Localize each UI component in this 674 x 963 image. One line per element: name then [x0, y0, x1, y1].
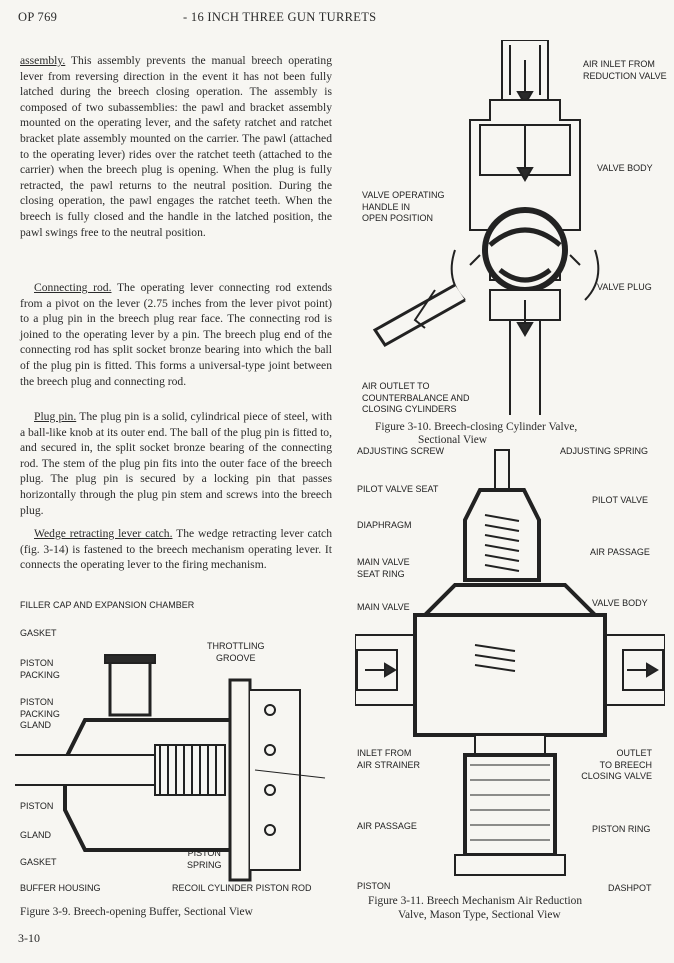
label-valve-body: VALVE BODY — [597, 163, 653, 173]
label-buffer-housing: BUFFER HOUSING — [20, 883, 101, 893]
label-valve-body: VALVE BODY — [592, 598, 648, 608]
paragraph-lead: Plug pin. — [34, 410, 77, 423]
label-filler-cap: FILLER CAP AND EXPANSION CHAMBER — [20, 600, 195, 610]
label-piston-ring: PISTON RING — [592, 824, 651, 834]
figure-3-9-caption: Figure 3-9. Breech-opening Buffer, Secti… — [20, 906, 253, 918]
label-piston-spring: PISTON SPRING — [187, 848, 222, 870]
document-id: OP 769 — [18, 10, 58, 24]
running-title: - 16 INCH THREE GUN TURRETS — [183, 10, 377, 24]
paragraph-text: The wedge retracting lever catch (fig. 3… — [20, 527, 332, 572]
paragraph-wedge-catch: Wedge retracting lever catch. The wedge … — [20, 526, 332, 573]
paragraph-lead: Connecting rod. — [34, 281, 112, 294]
label-main-valve-seat-ring: MAIN VALVE SEAT RING — [357, 557, 410, 579]
paragraph-connecting-rod: Connecting rod. The operating lever conn… — [20, 280, 332, 389]
label-diaphragm: DIAPHRAGM — [357, 520, 412, 530]
figure-3-10-caption: Figure 3-10. Breech-closing Cylinder Val… — [375, 421, 578, 433]
label-recoil-rod: RECOIL CYLINDER PISTON ROD — [172, 883, 312, 893]
label-piston: PISTON — [357, 881, 391, 891]
label-gland: GLAND — [20, 830, 52, 840]
label-air-outlet: AIR OUTLET TO COUNTERBALANCE AND CLOSING… — [362, 381, 470, 414]
figure-3-11-caption: Figure 3-11. Breech Mechanism Air Reduct… — [368, 895, 583, 907]
label-pilot-valve: PILOT VALVE — [592, 495, 649, 505]
figure-3-11-caption-subtitle: Valve, Mason Type, Sectional View — [398, 909, 561, 921]
label-outlet: OUTLET TO BREECH CLOSING VALVE — [581, 748, 652, 781]
label-piston-packing-gland: PISTON PACKING GLAND — [20, 697, 60, 730]
label-valve-plug: VALVE PLUG — [597, 282, 652, 292]
paragraph-text: The operating lever connecting rod exten… — [20, 281, 332, 388]
paragraph-lead: assembly. — [20, 54, 66, 67]
label-throttling-groove: THROTTLING GROOVE — [207, 641, 265, 663]
label-air-inlet: AIR INLET FROM REDUCTION VALVE — [583, 59, 667, 81]
figure-3-10-caption-subtitle: Sectional View — [418, 434, 488, 446]
label-air-passage-bottom: AIR PASSAGE — [357, 821, 417, 831]
label-valve-operating-handle: VALVE OPERATING HANDLE IN OPEN POSITION — [362, 190, 445, 223]
label-pilot-valve-seat: PILOT VALVE SEAT — [357, 484, 439, 494]
paragraph-ratchet-assembly: assembly. This assembly prevents the man… — [20, 53, 332, 240]
label-gasket-bottom: GASKET — [20, 857, 57, 867]
paragraph-plug-pin: Plug pin. The plug pin is a solid, cylin… — [20, 409, 332, 518]
label-adjusting-spring: ADJUSTING SPRING — [560, 446, 649, 456]
label-air-passage-top: AIR PASSAGE — [590, 547, 650, 557]
paragraph-text: This assembly prevents the manual breech… — [20, 54, 332, 239]
page-number: 3-10 — [18, 931, 40, 945]
label-dashpot: DASHPOT — [608, 883, 652, 893]
figure-3-10-drawing — [372, 40, 600, 415]
label-gasket-top: GASKET — [20, 628, 57, 638]
figure-3-11-drawing — [355, 449, 665, 876]
label-inlet: INLET FROM AIR STRAINER — [357, 748, 421, 770]
figure-3-9-drawing — [15, 654, 326, 882]
label-adjusting-screw: ADJUSTING SCREW — [357, 446, 445, 456]
paragraph-lead: Wedge retracting lever catch. — [34, 527, 173, 540]
label-main-valve: MAIN VALVE — [357, 602, 410, 612]
paragraph-text: The plug pin is a solid, cylindrical pie… — [20, 410, 332, 517]
label-piston: PISTON — [20, 801, 54, 811]
label-piston-packing: PISTON PACKING — [20, 658, 60, 680]
